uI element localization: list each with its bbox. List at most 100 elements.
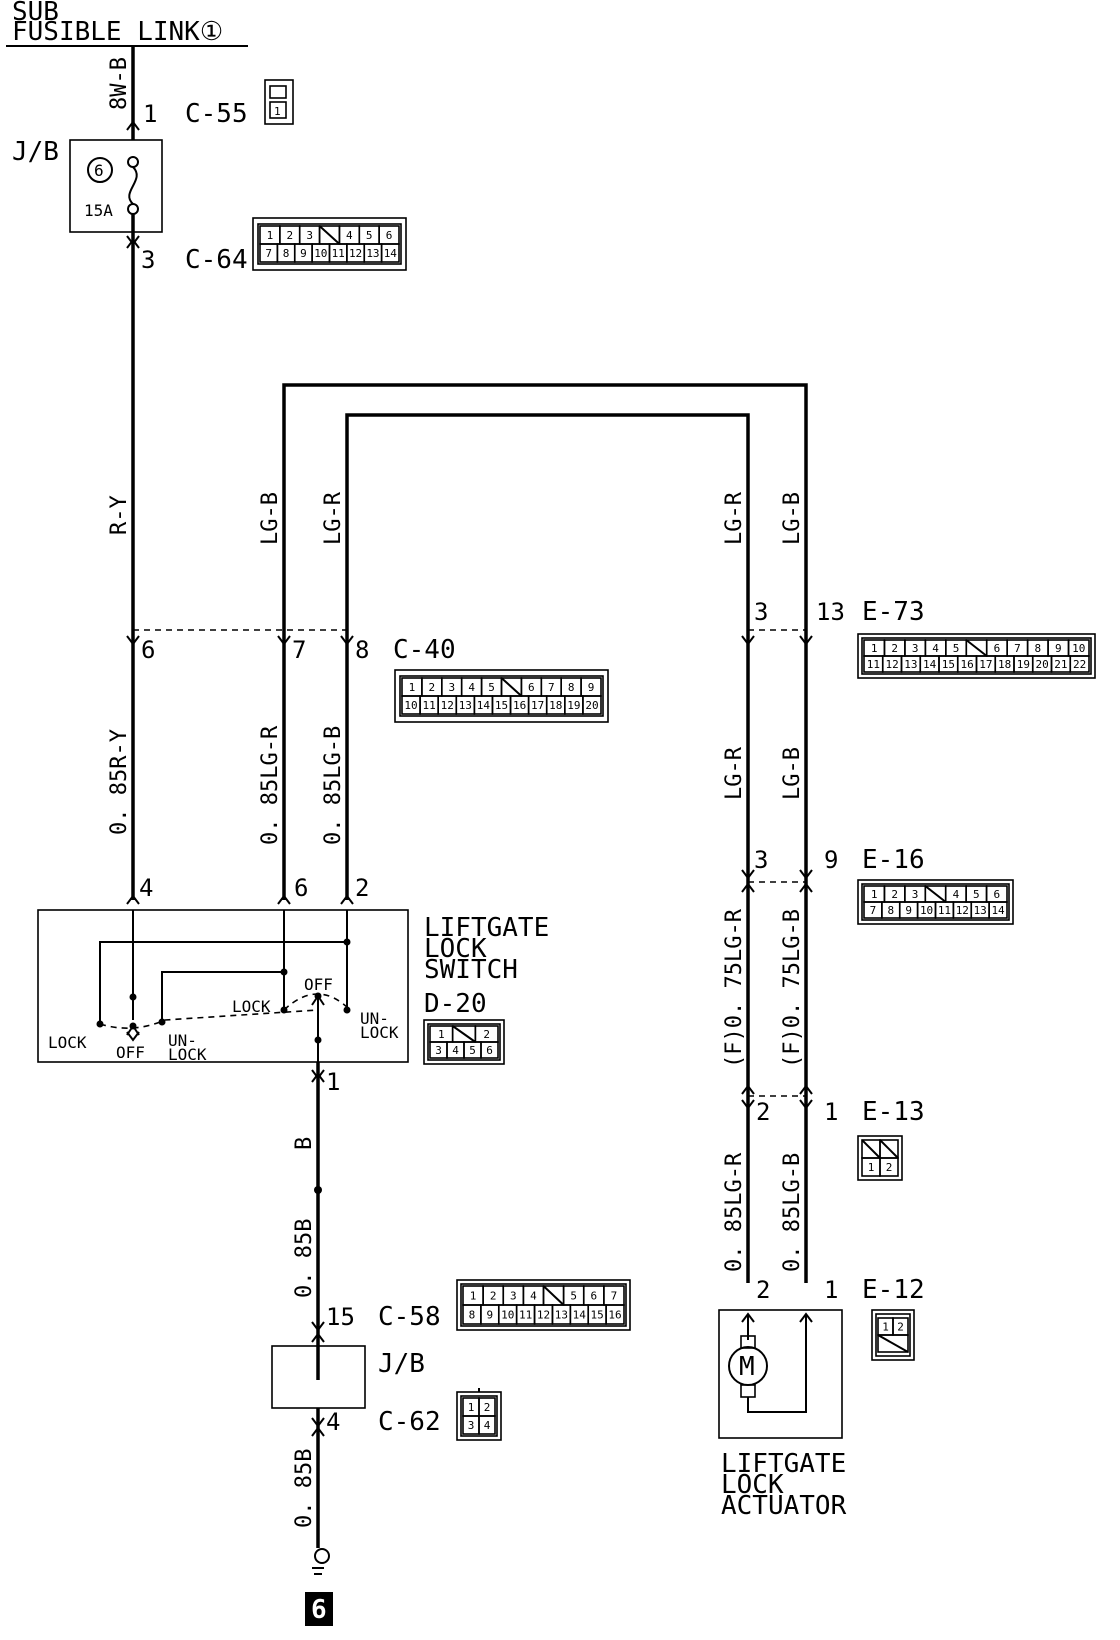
- connector-cell: [988, 901, 1008, 919]
- connector-cell-label: 11: [867, 658, 880, 671]
- connector-cell-label: 15: [495, 699, 508, 712]
- c40-name: C-40: [393, 635, 456, 665]
- connector-cell-label: 2: [891, 888, 898, 901]
- connector-cell-label: 5: [366, 229, 373, 242]
- connector-cell-label: 3: [435, 1044, 442, 1057]
- c62-name: C-62: [378, 1407, 441, 1437]
- blank-cell-mark: [452, 1025, 476, 1043]
- connector-cell-label: 6: [486, 1044, 493, 1057]
- connector-cell-label: 12: [537, 1309, 550, 1322]
- feed-wire: 8W-B 1 C-55 1: [107, 46, 294, 140]
- blank-cell-mark: [861, 1139, 881, 1159]
- loop-wires: LG-B LG-R LG-R LG-B: [258, 383, 808, 1283]
- connector-cell-label: 1: [868, 1161, 875, 1174]
- c40-pin-6: 6: [141, 636, 155, 664]
- switch-lock-right: LOCK: [232, 997, 271, 1016]
- jb-top-label: J/B: [12, 137, 59, 167]
- connector-cell-label: 13: [974, 904, 987, 917]
- blank-cell-mark: [924, 885, 947, 903]
- c62-pin: 4: [326, 1408, 340, 1436]
- connector-cell-label: 1: [468, 1401, 475, 1414]
- e13-pin-2: 2: [756, 1098, 770, 1126]
- fuse-rating: 15A: [84, 201, 113, 220]
- connector-cell-label: 4: [932, 642, 939, 655]
- connector-cell-label: 3: [912, 888, 919, 901]
- connector-cell-label: 14: [477, 699, 491, 712]
- connector-cell-label: 4: [452, 1044, 459, 1057]
- connector-cell-label: 17: [979, 658, 992, 671]
- connector-cell-label: 6: [993, 888, 1000, 901]
- connector-cell-label: 2: [490, 1290, 497, 1303]
- connector-cell-label: 2: [484, 1401, 491, 1414]
- connector-cell-label: 6: [386, 229, 393, 242]
- connector-cell-label: 16: [608, 1309, 621, 1322]
- c64-name: C-64: [185, 245, 248, 275]
- connector-cell-label: 22: [1073, 658, 1086, 671]
- e16-name: E-16: [862, 845, 925, 875]
- connector-cell-label: 2: [891, 642, 898, 655]
- connector-cell: [605, 1304, 625, 1325]
- switch-unlock-left-1: UN-: [168, 1031, 197, 1050]
- connector-cell-label: 15: [591, 1309, 604, 1322]
- e16-pin-3: 3: [754, 846, 768, 874]
- jb-top-box: [69, 139, 163, 233]
- connector-cell-label: 9: [1055, 642, 1062, 655]
- connector-cell-label: 19: [567, 699, 580, 712]
- connector-cell: [478, 1415, 496, 1435]
- connector-cell-label: 11: [332, 247, 345, 260]
- connector-cell-label: 16: [513, 699, 526, 712]
- blank-cell-mark: [965, 639, 988, 657]
- connector-cell-label: 13: [459, 699, 472, 712]
- power-source: SUB FUSIBLE LINK①: [6, 0, 248, 47]
- wire-label-085lgr-low: 0. 85LG-R: [722, 1152, 747, 1272]
- switch-pin-4: 4: [139, 874, 153, 902]
- connector-cell-label: 8: [568, 681, 575, 694]
- c58-name: C-58: [378, 1302, 441, 1332]
- switch-off-right: OFF: [304, 975, 333, 994]
- c55-name: C-55: [185, 99, 248, 129]
- switch-title-3: SWITCH: [424, 955, 518, 985]
- wire-label-ry: R-Y: [107, 495, 132, 535]
- connector-cell-label: 7: [870, 904, 877, 917]
- connector-cell-label: 16: [961, 658, 974, 671]
- connector-cell-label: 10: [314, 247, 327, 260]
- blank-cell-mark: [500, 677, 523, 697]
- connector-cell-label: 13: [555, 1309, 568, 1322]
- e73-name: E-73: [862, 597, 925, 627]
- switch-lock-left: LOCK: [48, 1033, 87, 1052]
- blank-cell-mark: [542, 1285, 565, 1306]
- wire-label-b: B: [292, 1137, 317, 1150]
- connector-cell-label: 3: [448, 681, 455, 694]
- ground-number: 6: [311, 1595, 327, 1625]
- connector-cell-label: 14: [923, 658, 937, 671]
- connector-cell-label: 14: [573, 1309, 587, 1322]
- wire-label-f075lgr: (F)0. 75LG-R: [722, 908, 747, 1068]
- fuse-terminal-bottom: [127, 203, 139, 215]
- connector-cell: [879, 1157, 899, 1177]
- connector-cell: [1069, 655, 1090, 673]
- e73-pin-3: 3: [754, 598, 768, 626]
- ground-number-badge: [305, 1592, 333, 1626]
- switch-title-1: LIFTGATE: [424, 913, 549, 943]
- connector-cell-label: 5: [488, 681, 495, 694]
- connector-cell-label: 5: [953, 642, 960, 655]
- switch-housing: [37, 909, 409, 1063]
- connector-cell-label: 20: [585, 699, 598, 712]
- connector-cell-label: 12: [349, 247, 362, 260]
- actuator-title-1: LIFTGATE: [721, 1449, 846, 1479]
- connector-cell-label: 9: [487, 1309, 494, 1322]
- connector-cell-label: 10: [1072, 642, 1085, 655]
- connector-cell-label: 21: [1054, 658, 1067, 671]
- wire-label-lgb-mid: LG-B: [780, 747, 805, 800]
- connector-cell-label: 2: [483, 1028, 490, 1041]
- source-line-1: SUB: [12, 0, 59, 27]
- connector-cell-label: 5: [570, 1290, 577, 1303]
- connector-cell-label: 9: [588, 681, 595, 694]
